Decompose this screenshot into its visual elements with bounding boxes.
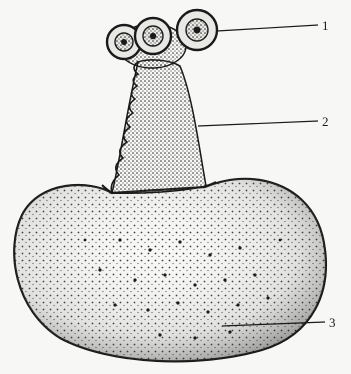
callout-label-2: 2 <box>322 115 329 128</box>
callout-label-3: 3 <box>329 316 336 329</box>
leader-line-2 <box>198 121 318 126</box>
head-suckers <box>107 10 217 68</box>
neck-stalk <box>102 60 216 193</box>
leader-line-1 <box>217 25 318 31</box>
middle-sucker <box>135 18 171 54</box>
callout-label-1: 1 <box>322 19 329 32</box>
right-sucker <box>177 10 217 50</box>
body-sac <box>14 179 326 362</box>
